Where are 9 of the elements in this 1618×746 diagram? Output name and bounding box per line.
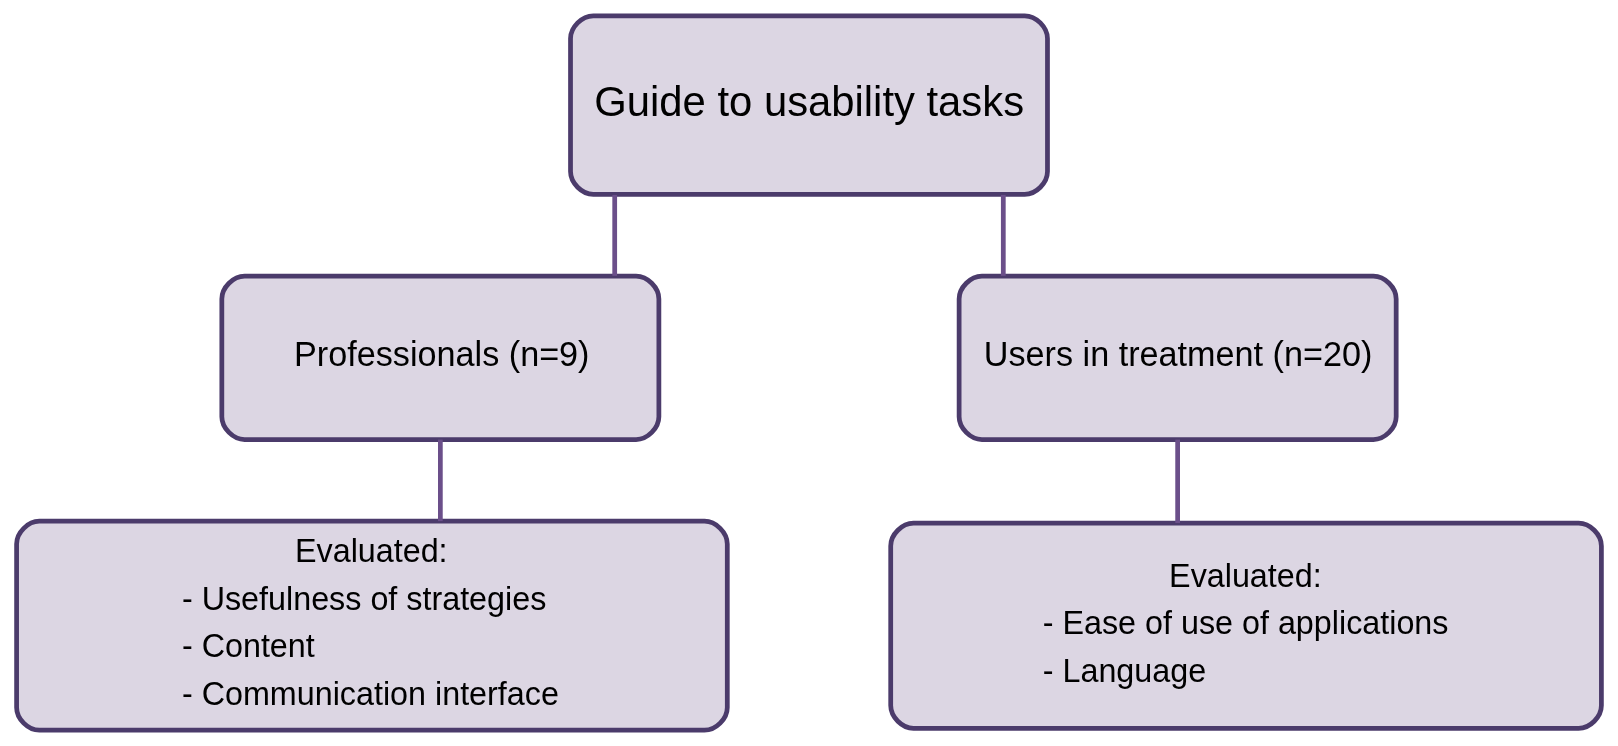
node-box: Evaluated: - Ease of use of applications - Language: [888, 520, 1604, 731]
node-box: Users in treatment (n=20): [956, 273, 1399, 442]
connector: [1000, 194, 1006, 276]
connector: [437, 439, 443, 522]
connector: [1175, 439, 1181, 524]
node-box: Professionals (n=9): [219, 273, 662, 442]
connector: [612, 194, 618, 276]
node-box: Evaluated: - Usefulness of strategies - Content - Communication interface: [14, 518, 730, 733]
node-box: Guide to usability tasks: [568, 13, 1050, 197]
